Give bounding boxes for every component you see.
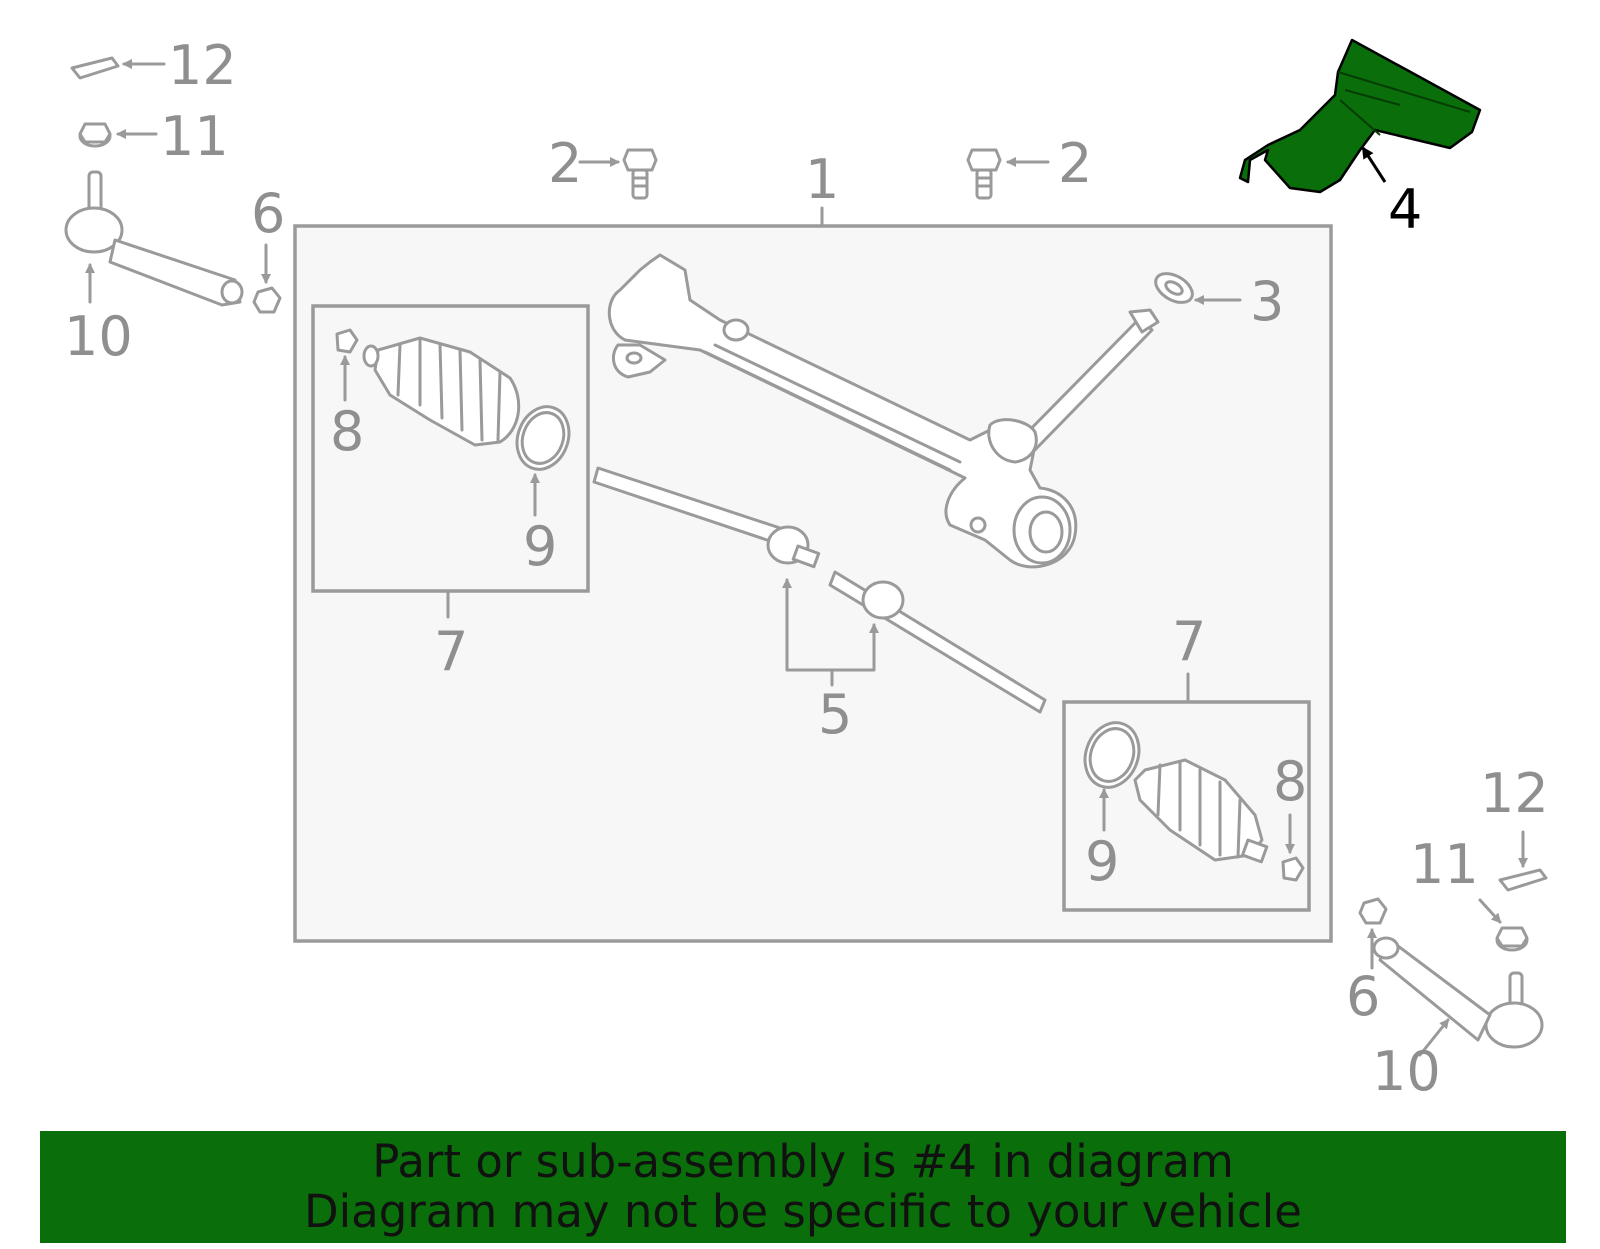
assembly-panel <box>293 224 1333 943</box>
inner-tie-rod-upper <box>592 466 821 569</box>
callout-7-left: 7 <box>434 620 468 683</box>
steering-rack <box>607 253 1160 569</box>
nut-6-right <box>1358 897 1388 925</box>
callout-11-left: 11 <box>160 105 229 168</box>
clamp-9-right <box>1083 721 1141 789</box>
nut-6-left <box>252 286 282 314</box>
nut-8-right <box>1281 856 1305 882</box>
notice-line-1: Part or sub-assembly is #4 in diagram <box>372 1135 1234 1188</box>
clip-12-right <box>1498 868 1548 892</box>
callout-3: 3 <box>1250 270 1284 333</box>
callout-6-left: 6 <box>251 182 285 245</box>
callout-4: 4 <box>1388 178 1422 241</box>
callout-10-right: 10 <box>1372 1040 1441 1103</box>
tie-rod-end-right <box>1372 936 1544 1049</box>
boot-kit-box-left <box>311 304 590 593</box>
bolt-2-right <box>966 148 1002 200</box>
callout-5: 5 <box>818 683 852 746</box>
callout-10-left: 10 <box>64 305 133 368</box>
boot-left <box>362 336 521 447</box>
callout-2-left: 2 <box>548 132 582 195</box>
nut-11-right <box>1495 926 1529 952</box>
callout-12-right: 12 <box>1480 762 1549 825</box>
callout-12-left: 12 <box>168 34 237 97</box>
callout-7-right: 7 <box>1172 610 1206 673</box>
callout-8-right: 8 <box>1273 750 1307 813</box>
highlighted-part-4 <box>1238 38 1482 194</box>
callout-2-right: 2 <box>1058 132 1092 195</box>
clip-12-left <box>70 56 120 80</box>
tie-rod-end-left <box>64 170 244 307</box>
notice-line-2: Diagram may not be specific to your vehi… <box>304 1185 1302 1238</box>
callout-9-left: 9 <box>523 515 557 578</box>
seal-3 <box>1154 272 1194 304</box>
callout-1: 1 <box>805 148 839 211</box>
clamp-9-left <box>515 405 571 471</box>
callout-9-right: 9 <box>1085 830 1119 893</box>
nut-8-left <box>335 328 359 354</box>
callout-8-left: 8 <box>330 400 364 463</box>
bolt-2-left <box>622 148 658 200</box>
callout-11-right: 11 <box>1410 833 1479 896</box>
notice-banner: Part or sub-assembly is #4 in diagram Di… <box>40 1131 1566 1243</box>
boot-right <box>1133 758 1269 864</box>
nut-11-left <box>78 122 112 148</box>
callout-6-right: 6 <box>1346 965 1380 1028</box>
inner-tie-rod-lower <box>828 570 1047 714</box>
